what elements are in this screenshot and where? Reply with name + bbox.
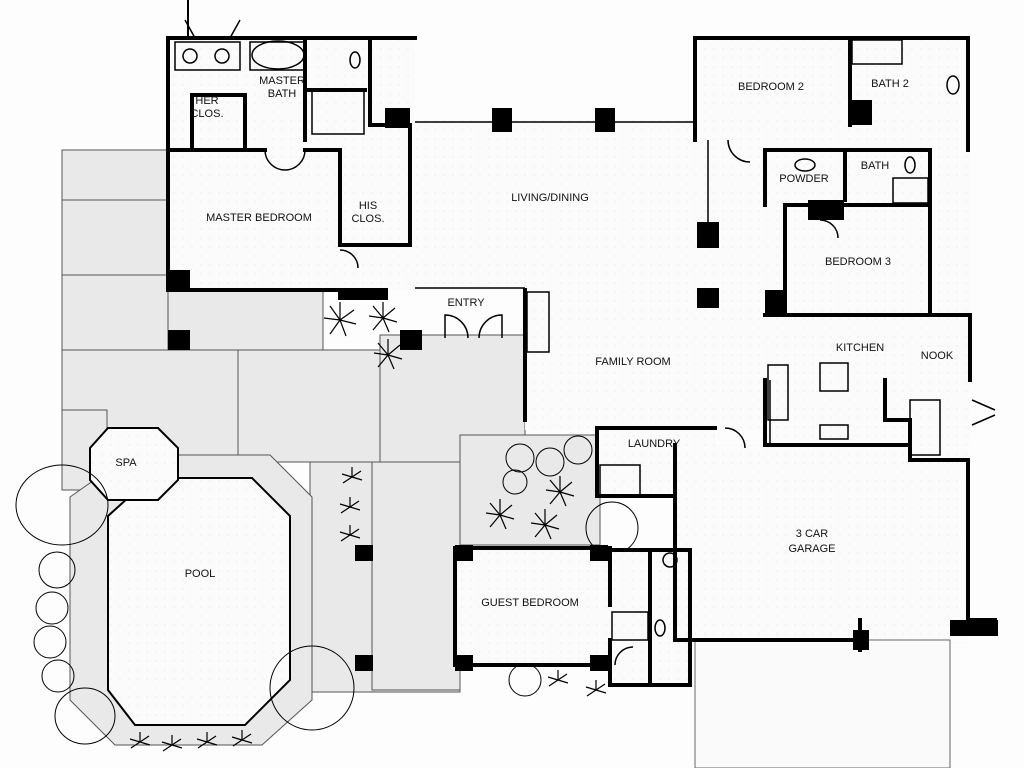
sink-icon bbox=[662, 552, 678, 568]
door-icon bbox=[819, 219, 839, 239]
shrub-icon bbox=[502, 469, 528, 495]
bath-label: BATH bbox=[861, 160, 890, 172]
toilet-icon bbox=[654, 619, 666, 637]
shrub-icon bbox=[535, 447, 565, 477]
shower-icon bbox=[851, 39, 903, 65]
entry-label: ENTRY bbox=[447, 297, 485, 309]
powder-label: POWDER bbox=[779, 173, 829, 185]
bath2-label: BATH 2 bbox=[871, 78, 909, 90]
refrigerator-icon bbox=[909, 399, 941, 456]
master-door-icon bbox=[264, 149, 306, 171]
kitchen-island bbox=[819, 362, 849, 392]
her-closet-label: HER bbox=[195, 95, 218, 107]
columns bbox=[168, 100, 998, 671]
tree-icon bbox=[15, 464, 109, 546]
driveway bbox=[694, 639, 951, 768]
landscaping bbox=[15, 302, 639, 752]
shower-icon bbox=[892, 177, 929, 204]
patio-paving bbox=[61, 149, 601, 693]
living-dining-label: LIVING/DINING bbox=[511, 192, 589, 204]
sink-icon bbox=[794, 158, 816, 172]
garage-label: 3 CAR bbox=[796, 528, 828, 540]
laundry-label: LAUNDRY bbox=[628, 438, 681, 450]
door-icon bbox=[614, 646, 634, 666]
kitchen-label: KITCHEN bbox=[836, 342, 884, 354]
shrub-icon bbox=[38, 551, 76, 589]
door-icon bbox=[339, 249, 359, 269]
shrub-icon bbox=[41, 659, 75, 693]
shower-icon bbox=[611, 611, 649, 641]
tree-icon bbox=[54, 687, 116, 745]
pool bbox=[107, 477, 291, 726]
palm-icon bbox=[269, 645, 355, 731]
garage-side-door-icon bbox=[971, 399, 996, 426]
toilet-icon bbox=[349, 51, 361, 69]
his-closet-label-2: CLOS. bbox=[351, 213, 384, 225]
cabinet bbox=[526, 291, 550, 353]
master-bedroom-label: MASTER BEDROOM bbox=[206, 212, 312, 224]
door-icon bbox=[727, 139, 751, 163]
master-bath-label: MASTER bbox=[259, 75, 305, 87]
shrub-icon bbox=[33, 625, 67, 659]
door-icon bbox=[184, 19, 241, 39]
spa-label: SPA bbox=[115, 457, 137, 469]
house-floor bbox=[168, 38, 970, 683]
toilet-icon bbox=[946, 75, 960, 95]
nook-label: NOOK bbox=[921, 350, 954, 362]
bedroom3-label: BEDROOM 3 bbox=[825, 256, 891, 268]
cooktop-icon bbox=[819, 424, 849, 440]
entry-door-icon bbox=[444, 314, 503, 339]
guest-bedroom-label: GUEST BEDROOM bbox=[481, 597, 579, 609]
room-labels: MASTER BATH HER CLOS. MASTER BEDROOM HIS… bbox=[190, 75, 953, 609]
master-bath-label-2: BATH bbox=[268, 88, 297, 100]
counter bbox=[767, 364, 789, 421]
her-closet-label-2: CLOS. bbox=[190, 108, 223, 120]
doors bbox=[184, 19, 996, 666]
bathtub-icon bbox=[251, 40, 305, 70]
pool-label: POOL bbox=[185, 568, 216, 580]
shower-icon bbox=[311, 89, 365, 135]
bedroom2-label: BEDROOM 2 bbox=[738, 81, 804, 93]
shrub-icon bbox=[505, 443, 535, 473]
garage-label-2: GARAGE bbox=[788, 543, 835, 555]
spa bbox=[89, 427, 179, 501]
family-room-label: FAMILY ROOM bbox=[595, 356, 670, 368]
toilet-icon bbox=[904, 156, 916, 174]
his-closet-label: HIS bbox=[359, 200, 377, 212]
fixtures bbox=[174, 39, 960, 641]
washer-dryer-icon bbox=[599, 464, 641, 496]
shrub-icon bbox=[563, 435, 593, 465]
shrub-icon bbox=[35, 591, 69, 625]
door-icon bbox=[724, 427, 746, 449]
